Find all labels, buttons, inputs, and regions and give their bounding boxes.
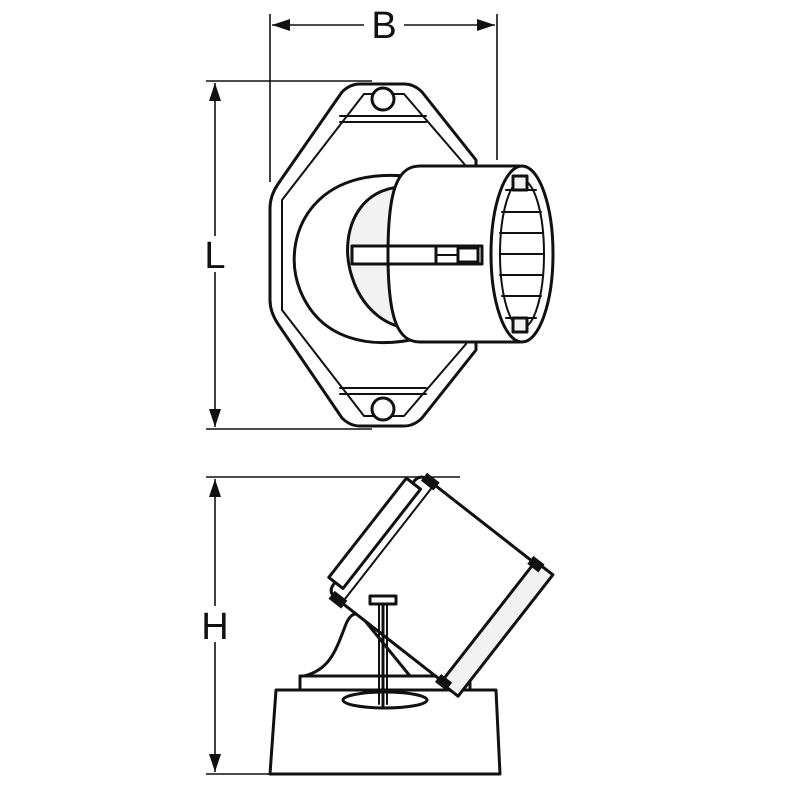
dimension-label-l: L [204, 235, 225, 277]
dimension-label-b: B [371, 5, 396, 47]
lamp-front-bezel [439, 559, 555, 698]
top-view: B L [196, 5, 555, 430]
dimension-b: B [269, 5, 498, 182]
swivel-pin [350, 244, 484, 266]
screw-hole-top [370, 86, 396, 112]
lamp-front-fins [499, 174, 545, 334]
screw-hole-bottom [370, 396, 396, 422]
dimension-h: H [196, 476, 460, 775]
side-view: H [196, 472, 555, 776]
swivel-pin-vertical [368, 594, 398, 708]
base-plate [298, 674, 472, 692]
dimension-label-h: H [201, 606, 228, 648]
dimension-l: L [196, 80, 372, 430]
